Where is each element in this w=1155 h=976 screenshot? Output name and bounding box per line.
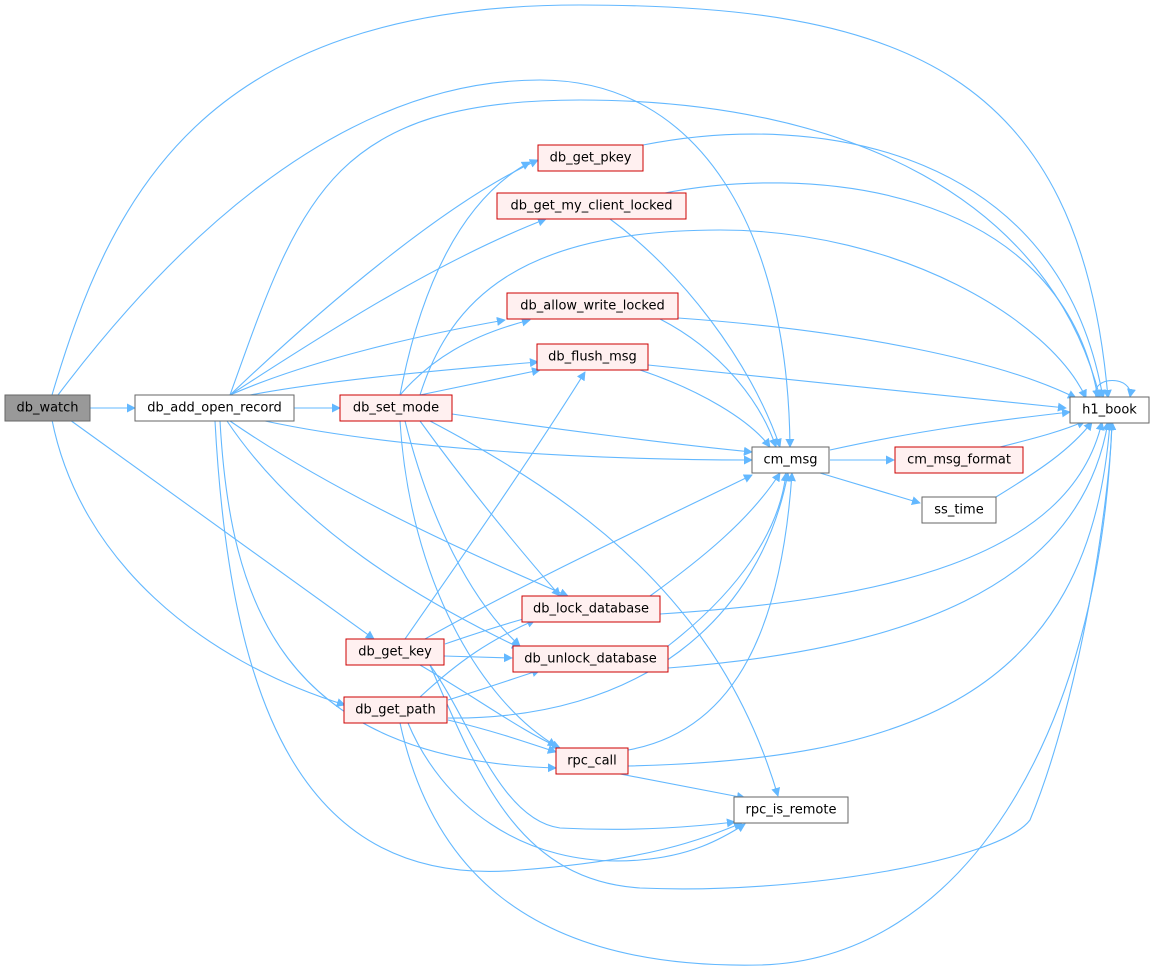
edge-cm-msg-to-h1-book xyxy=(829,408,1071,451)
edge-rpc-call-to-cm-msg xyxy=(627,472,796,751)
edge-db-get-key-to-db-unlock-database xyxy=(443,653,513,663)
node-db-get-my-client-locked-label: db_get_my_client_locked xyxy=(511,199,673,214)
node-db-allow-write-locked-label: db_allow_write_locked xyxy=(520,299,665,314)
node-db-watch[interactable]: db_watch xyxy=(4,394,91,422)
edge-db-get-my-client-locked-to-h1-book xyxy=(659,182,1102,399)
node-db-get-pkey-label: db_get_pkey xyxy=(550,151,632,166)
edge-db-set-mode-to-rpc-is-remote xyxy=(429,420,781,797)
node-h1-book-label: h1_book xyxy=(1082,403,1137,418)
edge-db-add-open-record-to-db-lock-database xyxy=(229,420,569,597)
node-db-allow-write-locked[interactable]: db_allow_write_locked xyxy=(506,292,679,320)
edge-db-flush-msg-to-cm-msg xyxy=(639,369,771,448)
node-db-get-my-client-locked[interactable]: db_get_my_client_locked xyxy=(496,192,687,220)
edge-db-get-path-to-db-unlock-database xyxy=(447,668,541,701)
edge-db-allow-write-locked-to-h1-book xyxy=(677,317,1077,399)
edge-rpc-call-to-h1-book xyxy=(627,421,1114,767)
node-db-add-open-record[interactable]: db_add_open_record xyxy=(134,394,295,422)
node-rpc-call[interactable]: rpc_call xyxy=(555,747,629,775)
node-rpc-is-remote[interactable]: rpc_is_remote xyxy=(733,796,849,824)
edge-db-set-mode-to-db-get-pkey xyxy=(399,161,531,396)
node-rpc-is-remote-label: rpc_is_remote xyxy=(746,803,837,818)
edge-db-get-path-to-cm-msg xyxy=(447,472,791,719)
edge-db-get-key-to-rpc-call xyxy=(419,664,561,749)
edge-db-add-open-record-to-db-allow-write-locked xyxy=(229,316,506,396)
edge-db-set-mode-to-rpc-call xyxy=(399,420,557,747)
edge-db-set-mode-to-h1-book xyxy=(419,229,1087,399)
edge-db-add-open-record-to-db-flush-msg xyxy=(249,358,539,396)
edge-db-get-path-to-rpc-is-remote xyxy=(407,722,746,862)
edge-db-add-open-record-to-rpc-is-remote xyxy=(214,420,743,872)
edge-db-get-key-to-db-flush-msg xyxy=(404,371,586,640)
node-db-get-path-label: db_get_path xyxy=(355,703,435,718)
edge-rpc-call-to-rpc-is-remote xyxy=(609,771,746,801)
edge-db-add-open-record-to-cm-msg xyxy=(264,420,753,465)
node-db-watch-label: db_watch xyxy=(16,401,78,416)
edge-db-add-open-record-to-db-get-my-client-locked xyxy=(229,217,547,396)
edge-cm-msg-format-to-h1-book xyxy=(999,420,1086,448)
node-h1-book[interactable]: h1_book xyxy=(1069,396,1150,424)
edge-db-get-key-to-rpc-is-remote xyxy=(429,664,736,830)
node-db-get-key[interactable]: db_get_key xyxy=(345,638,445,666)
node-ss-time-label: ss_time xyxy=(934,503,983,518)
edge-cm-msg-to-ss-time xyxy=(819,472,921,505)
edge-db-set-mode-to-db-unlock-database xyxy=(404,420,521,647)
node-db-set-mode[interactable]: db_set_mode xyxy=(339,394,453,422)
node-db-get-pkey[interactable]: db_get_pkey xyxy=(537,144,644,172)
edge-db-get-key-to-cm-msg xyxy=(424,474,753,640)
edge-h1-book-self-loop xyxy=(1095,379,1136,398)
edge-db-allow-write-locked-to-cm-msg xyxy=(659,318,778,448)
edge-db-set-mode-to-db-flush-msg xyxy=(419,367,541,396)
edge-db-get-pkey-to-h1-book xyxy=(642,133,1107,399)
edge-db-lock-database-to-cm-msg xyxy=(649,472,781,597)
node-db-lock-database[interactable]: db_lock_database xyxy=(521,595,661,623)
edge-db-get-path-to-db-lock-database xyxy=(419,619,536,698)
edge-ss-time-to-h1-book xyxy=(995,421,1093,498)
node-db-flush-msg-label: db_flush_msg xyxy=(548,350,637,365)
node-cm-msg-label: cm_msg xyxy=(764,453,818,468)
edge-db-add-open-record-to-db-unlock-database xyxy=(226,420,521,649)
node-cm-msg-format-label: cm_msg_format xyxy=(907,453,1011,468)
node-db-add-open-record-label: db_add_open_record xyxy=(147,401,281,416)
edge-db-watch-to-db-get-path xyxy=(51,419,346,707)
nodes: db_watch db_add_open_record db_set_mode … xyxy=(4,144,1150,824)
node-db-unlock-database[interactable]: db_unlock_database xyxy=(512,645,669,673)
edge-db-get-my-client-locked-to-cm-msg xyxy=(609,218,782,448)
edge-db-set-mode-to-db-allow-write-locked xyxy=(399,317,531,396)
node-cm-msg[interactable]: cm_msg xyxy=(751,446,830,474)
edge-db-get-path-to-rpc-call xyxy=(447,719,557,754)
edge-db-watch-to-cm-msg xyxy=(57,79,795,448)
node-db-flush-msg[interactable]: db_flush_msg xyxy=(536,343,649,371)
edge-db-set-mode-to-cm-msg xyxy=(451,413,753,456)
edge-db-flush-msg-to-h1-book xyxy=(647,364,1067,412)
node-rpc-call-label: rpc_call xyxy=(567,754,617,769)
edge-db-unlock-database-to-cm-msg xyxy=(667,472,790,647)
edge-db-watch-to-db-get-key xyxy=(69,419,375,640)
edge-db-watch-to-h1-book-top xyxy=(51,4,1112,399)
node-cm-msg-format[interactable]: cm_msg_format xyxy=(894,446,1024,474)
node-ss-time[interactable]: ss_time xyxy=(921,496,997,524)
edge-db-add-open-record-to-rpc-call xyxy=(219,420,557,773)
node-db-get-path[interactable]: db_get_path xyxy=(343,696,448,724)
node-db-set-mode-label: db_set_mode xyxy=(353,401,439,416)
node-db-unlock-database-label: db_unlock_database xyxy=(524,652,657,667)
edge-db-add-open-record-to-h1-book xyxy=(229,99,1103,399)
edge-db-set-mode-to-db-lock-database xyxy=(419,420,561,597)
node-db-get-key-label: db_get_key xyxy=(358,645,432,660)
edge-db-get-path-to-h1-book xyxy=(399,421,1117,966)
edge-db-unlock-database-to-h1-book xyxy=(667,421,1112,669)
edge-db-lock-database-to-h1-book xyxy=(659,421,1105,615)
edge-db-add-open-record-to-db-get-pkey xyxy=(229,159,539,396)
node-db-lock-database-label: db_lock_database xyxy=(533,602,649,617)
